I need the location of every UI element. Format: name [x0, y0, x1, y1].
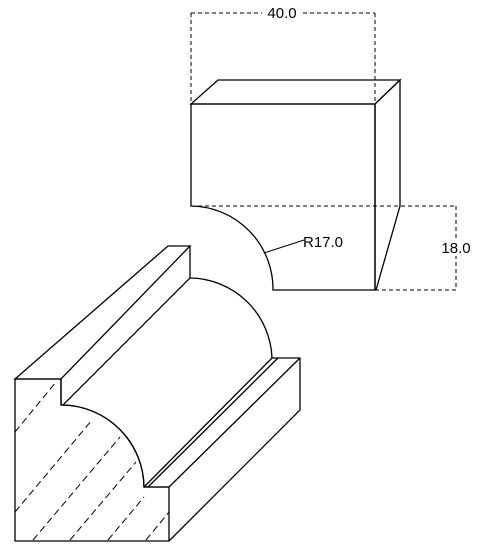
- block-part: [189, 78, 402, 291]
- block-front-face: [190, 103, 376, 291]
- dimension-height-label: 18.0: [441, 240, 470, 257]
- dimension-width: 40.0: [190, 3, 376, 104]
- block-right-face: [374, 78, 401, 291]
- block-top-face: [189, 79, 402, 105]
- groove-back-arc: [189, 277, 273, 359]
- grooved-left-ridge-top: [13, 245, 192, 380]
- grooved-part: [13, 245, 301, 542]
- dimension-radius-label: R17.0: [303, 234, 343, 251]
- dimension-height: 18.0: [191, 205, 474, 291]
- groove-front-arc: [62, 404, 145, 488]
- dimension-width-label: 40.0: [267, 5, 296, 22]
- dimension-radius: R17.0: [263, 234, 343, 254]
- section-hatch: [14, 381, 170, 541]
- grooved-front-section: [14, 378, 170, 542]
